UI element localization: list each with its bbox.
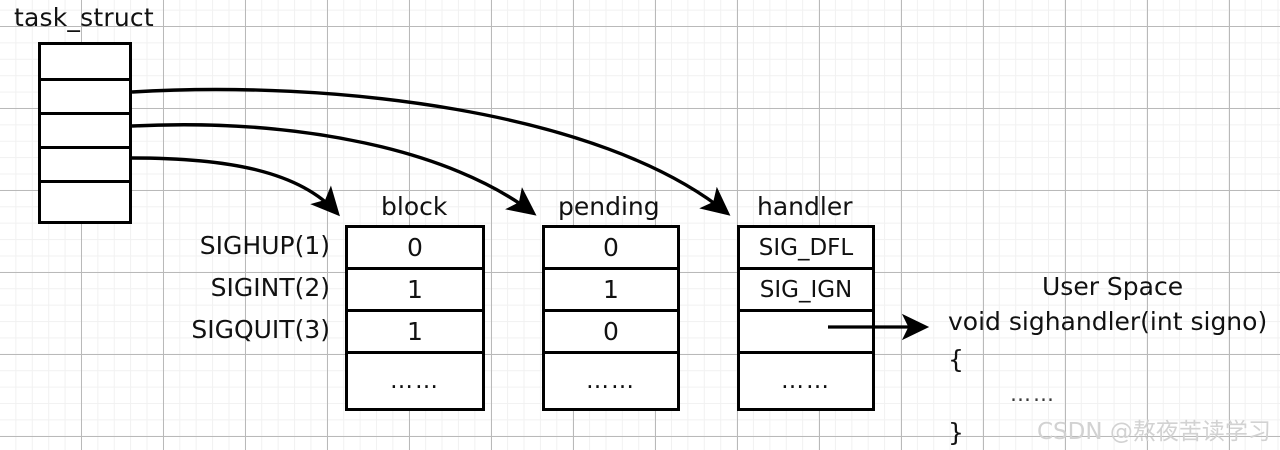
block-cell-ellipsis: …… xyxy=(390,368,440,394)
handler-cell-sigint: SIG_IGN xyxy=(740,270,872,312)
task-struct-row xyxy=(41,81,129,115)
signal-label-sigint: SIGINT(2) xyxy=(210,273,330,302)
block-cell-sigquit: 1 xyxy=(348,312,482,354)
code-close-brace: } xyxy=(948,418,964,447)
handler-cell-sighup: SIG_DFL xyxy=(740,228,872,270)
pending-cell-sighup: 0 xyxy=(545,228,677,270)
column-header-handler: handler xyxy=(757,192,853,221)
column-header-pending: pending xyxy=(558,192,660,221)
pending-cell-sigquit: 0 xyxy=(545,312,677,354)
column-header-block: block xyxy=(381,192,448,221)
arrow-to-pending xyxy=(131,123,537,216)
pending-cell-ellipsis: …… xyxy=(586,368,636,394)
task-struct-row xyxy=(41,115,129,149)
block-cell-sighup: 0 xyxy=(348,228,482,270)
signal-label-sighup: SIGHUP(1) xyxy=(199,231,330,260)
block-table: 0 1 1 …… xyxy=(345,225,485,411)
code-body-ellipsis: …… xyxy=(1010,382,1056,406)
handler-table: SIG_DFL SIG_IGN …… xyxy=(737,225,875,411)
pending-table: 0 1 0 …… xyxy=(542,225,680,411)
user-space-title: User Space xyxy=(1042,272,1184,301)
task-struct-title: task_struct xyxy=(14,3,154,32)
handler-cell-ellipsis: …… xyxy=(781,368,831,394)
task-struct-row xyxy=(41,183,129,221)
task-struct-box xyxy=(38,42,132,224)
task-struct-row xyxy=(41,149,129,183)
task-struct-row xyxy=(41,45,129,81)
code-open-brace: { xyxy=(948,345,964,374)
handler-cell-sigquit xyxy=(740,312,872,354)
sighandler-signature: void sighandler(int signo) xyxy=(948,307,1268,336)
block-cell-sigint: 1 xyxy=(348,270,482,312)
pending-cell-sigint: 1 xyxy=(545,270,677,312)
csdn-watermark: CSDN @熬夜苦读学习 xyxy=(1037,419,1271,445)
arrow-to-block xyxy=(131,156,340,217)
signal-label-sigquit: SIGQUIT(3) xyxy=(191,315,330,344)
